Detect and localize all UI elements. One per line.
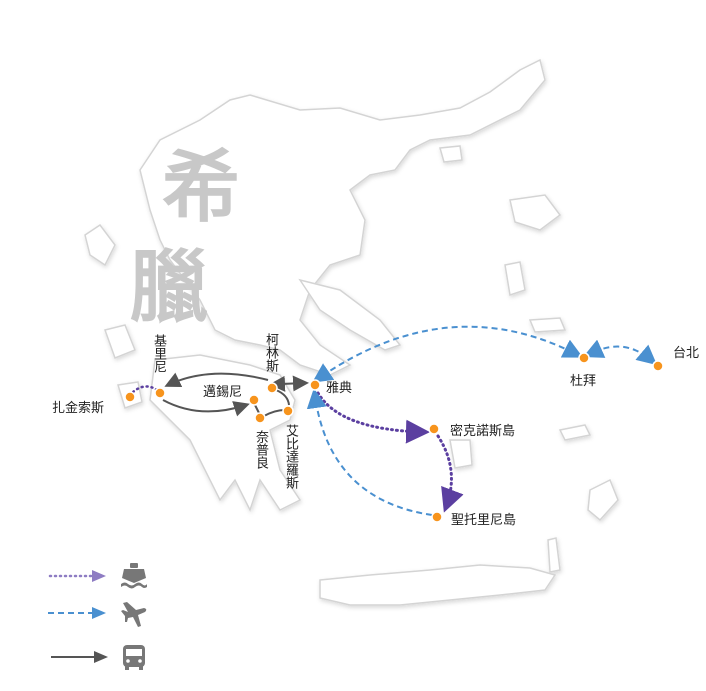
lesvos bbox=[509, 194, 562, 231]
route-santorini-athens-plane bbox=[306, 388, 433, 516]
label-mykonos[interactable]: 密克諾斯島 bbox=[450, 424, 516, 439]
dot-kyllini[interactable] bbox=[154, 387, 166, 399]
label-zakynthos[interactable]: 扎金索斯 bbox=[52, 401, 105, 416]
label-epidaurus[interactable]: 艾比達羅斯 bbox=[283, 424, 298, 489]
legend-plane-arrow bbox=[92, 607, 106, 619]
route-corinth-athens-bus bbox=[269, 375, 309, 392]
dot-epidaurus[interactable] bbox=[282, 405, 294, 417]
route-dubai-taipei-plane bbox=[583, 339, 658, 366]
corfu bbox=[84, 223, 116, 267]
map-title-char-1: 希 bbox=[162, 143, 241, 233]
dot-zakynthos[interactable] bbox=[124, 391, 136, 403]
naxos bbox=[449, 439, 473, 469]
rhodes bbox=[587, 478, 619, 522]
dot-mycenae[interactable] bbox=[248, 394, 260, 406]
place-dots bbox=[124, 352, 664, 523]
map-title-char-2: 臘 bbox=[130, 243, 209, 333]
chios bbox=[504, 261, 526, 296]
dot-mykonos[interactable] bbox=[428, 423, 440, 435]
legend-lines bbox=[48, 570, 108, 663]
label-mycenae[interactable]: 邁錫尼 bbox=[203, 385, 243, 400]
crete bbox=[319, 564, 557, 606]
ship-icon bbox=[121, 563, 147, 589]
samos bbox=[528, 317, 567, 333]
legend-ship-arrow bbox=[92, 570, 106, 582]
plane-icon bbox=[121, 602, 147, 627]
label-nafplio[interactable]: 奈普良 bbox=[253, 430, 268, 469]
label-taipei[interactable]: 台北 bbox=[673, 346, 700, 361]
thasos bbox=[439, 145, 463, 163]
dot-corinth[interactable] bbox=[266, 382, 278, 394]
route-athens-mykonos-ship bbox=[316, 391, 430, 444]
dot-athens[interactable] bbox=[309, 379, 321, 391]
routes bbox=[131, 325, 658, 516]
mainland bbox=[139, 58, 546, 376]
label-athens[interactable]: 雅典 bbox=[326, 381, 353, 396]
route-kyllini-mycenae-bus bbox=[162, 399, 250, 417]
dot-dubai[interactable] bbox=[578, 352, 590, 364]
route-mycenae-nafplio-bus bbox=[254, 404, 260, 414]
legend-bus-arrow bbox=[94, 651, 108, 663]
kos bbox=[558, 424, 592, 441]
label-corinth[interactable]: 柯林斯 bbox=[263, 333, 278, 372]
dot-taipei[interactable] bbox=[652, 360, 664, 372]
route-zakynthos-kyllini-ship bbox=[131, 385, 159, 394]
label-santorini[interactable]: 聖托里尼島 bbox=[451, 513, 517, 528]
route-mykonos-santorini-ship bbox=[436, 434, 464, 513]
route-corinth-kyllini-bus bbox=[164, 372, 269, 388]
route-athens-dubai-plane bbox=[312, 325, 584, 383]
dot-nafplio[interactable] bbox=[254, 412, 266, 424]
bus-icon bbox=[123, 645, 145, 670]
karpathos bbox=[547, 537, 561, 573]
label-dubai[interactable]: 杜拜 bbox=[570, 374, 597, 389]
dot-santorini[interactable] bbox=[431, 511, 443, 523]
peloponnese bbox=[149, 354, 302, 512]
label-kyllini[interactable]: 基里尼 bbox=[151, 334, 166, 373]
land-masses bbox=[84, 58, 619, 606]
kefalonia bbox=[104, 324, 136, 359]
